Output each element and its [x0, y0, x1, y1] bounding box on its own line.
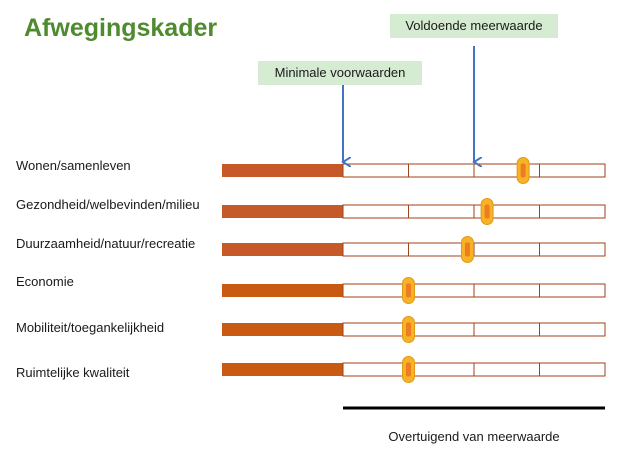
callout-voldoende-meerwaarde: Voldoende meerwaarde	[390, 14, 558, 38]
score-marker	[402, 316, 415, 343]
bar-segment	[342, 322, 409, 337]
criterion-label-duurzaamheid: Duurzaamheid/natuur/recreatie	[16, 236, 196, 251]
criterion-bar	[222, 356, 606, 383]
score-marker	[480, 198, 494, 225]
bar-filled-section	[222, 284, 343, 297]
bar-segment	[408, 204, 475, 219]
criterion-bar	[222, 316, 606, 343]
bar-filled-section	[222, 243, 343, 256]
bar-segment	[342, 242, 409, 257]
criterion-bar	[222, 277, 606, 304]
bar-filled-section	[222, 323, 343, 336]
callout-minimale-voorwaarden: Minimale voorwaarden	[258, 61, 422, 85]
criterion-label-mobiliteit: Mobiliteit/toegankelijkheid	[16, 320, 165, 335]
bar-segment	[539, 204, 606, 219]
criterion-bar	[222, 236, 606, 263]
criterion-label-wonen: Wonen/samenleven	[16, 158, 131, 173]
bar-segment	[408, 322, 475, 337]
bar-segment	[473, 322, 540, 337]
bar-segment	[473, 283, 540, 298]
bar-segment	[408, 163, 475, 178]
bar-segment	[342, 204, 409, 219]
bar-segment	[539, 283, 606, 298]
bar-segment	[342, 163, 409, 178]
criterion-label-gezondheid: Gezondheid/welbevinden/milieu	[16, 197, 200, 212]
score-marker	[402, 356, 415, 383]
bar-segment	[473, 362, 540, 377]
bar-segment	[408, 362, 475, 377]
bar-segment	[408, 283, 475, 298]
bar-segment	[539, 163, 606, 178]
criterion-bar	[222, 198, 606, 225]
bar-segment	[539, 242, 606, 257]
bar-segment	[342, 283, 409, 298]
score-marker	[460, 236, 474, 263]
bar-segment	[342, 362, 409, 377]
bar-filled-section	[222, 363, 343, 376]
footer-label: Overtuigend van meerwaarde	[388, 429, 560, 444]
bar-filled-section	[222, 164, 343, 177]
score-marker	[402, 277, 415, 304]
bar-filled-section	[222, 205, 343, 218]
criterion-label-ruimtelijke-kwaliteit: Ruimtelijke kwaliteit	[16, 365, 130, 380]
bar-segment	[539, 362, 606, 377]
criterion-label-economie: Economie	[16, 274, 74, 289]
page-title: Afwegingskader	[24, 14, 218, 42]
bar-segment	[473, 163, 540, 178]
criterion-bar	[222, 157, 606, 184]
bar-segment	[473, 242, 540, 257]
bar-segment	[539, 322, 606, 337]
score-marker	[516, 157, 530, 184]
